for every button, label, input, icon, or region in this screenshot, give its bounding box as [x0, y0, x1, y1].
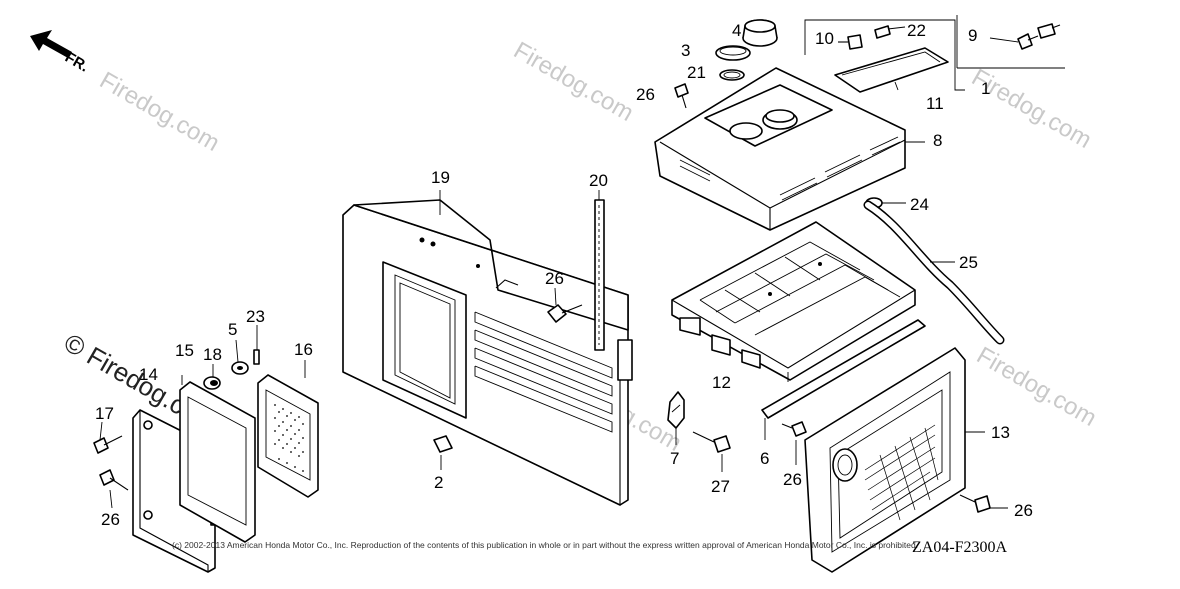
part-3-cap-gasket — [715, 45, 751, 61]
callout-21: 21 — [687, 63, 706, 82]
part-16-filter-element — [257, 360, 319, 498]
callouts: 4 10 22 9 3 21 26 1 11 8 19 20 24 25 26 … — [95, 21, 1033, 529]
callout-12: 12 — [712, 373, 731, 392]
callout-17: 17 — [95, 404, 114, 423]
callout-24: 24 — [910, 195, 929, 214]
part-5-washer — [231, 339, 249, 375]
part-23-pin — [253, 325, 260, 365]
watermark: Firedog.com — [972, 342, 1101, 432]
part-7-clip — [667, 391, 685, 445]
part-13-side-grille — [804, 347, 985, 573]
part-20-rod — [594, 190, 605, 351]
callout-3: 3 — [681, 41, 690, 60]
callout-6: 6 — [760, 449, 769, 468]
callout-11: 11 — [926, 94, 944, 113]
callout-20: 20 — [589, 171, 608, 190]
callout-26: 26 — [636, 85, 655, 104]
part-26-bolt — [547, 287, 583, 323]
diagram-code: ZA04-F2300A — [912, 539, 1008, 556]
callout-19: 19 — [431, 168, 450, 187]
part-1-bracket-line — [804, 15, 1065, 91]
callout-23: 23 — [246, 307, 265, 326]
part-26-bolt-top — [674, 83, 689, 109]
callout-22: 22 — [907, 21, 926, 40]
part-6-strip — [761, 319, 926, 440]
callout-18: 18 — [203, 345, 222, 364]
watermark: Firedog.com — [967, 64, 1096, 154]
front-direction-indicator: FR. — [30, 30, 91, 76]
part-27-bolt — [692, 431, 731, 472]
part-11-cover-plate — [834, 47, 949, 93]
callout-5: 5 — [228, 320, 237, 339]
callout-7: 7 — [670, 449, 679, 468]
callout-15: 15 — [175, 341, 194, 360]
part-10-bolt — [838, 34, 863, 50]
watermark: Firedog.com — [509, 37, 638, 127]
callout-9: 9 — [968, 26, 977, 45]
callout-4: 4 — [732, 21, 741, 40]
callout-25: 25 — [959, 253, 978, 272]
part-25-hose — [863, 200, 1005, 345]
copyright-notice: (c) 2002-2013 American Honda Motor Co., … — [172, 540, 918, 550]
part-26-bolt-6 — [781, 421, 807, 465]
callout-27: 27 — [711, 477, 730, 496]
part-4-fuel-cap — [742, 19, 778, 47]
part-26-screw-left — [99, 469, 129, 509]
part-19-control-panel — [342, 190, 633, 506]
part-15-gasket — [179, 375, 256, 543]
callout-8: 8 — [933, 131, 942, 150]
direction-arrow-icon — [30, 30, 72, 58]
part-9-bolts — [989, 23, 1061, 50]
part-26-bolt-13 — [959, 494, 1008, 513]
part-8-top-cover — [654, 67, 925, 231]
callout-26: 26 — [101, 510, 120, 529]
callout-26: 26 — [1014, 501, 1033, 520]
callout-26: 26 — [545, 269, 564, 288]
callout-10: 10 — [815, 29, 834, 48]
watermark: Firedog.com — [95, 67, 224, 157]
callout-13: 13 — [991, 423, 1010, 442]
callout-14: 14 — [139, 365, 158, 384]
part-2-knob — [433, 435, 453, 470]
part-17-screw — [93, 421, 123, 454]
part-22-screw — [874, 25, 906, 39]
part-21-ring — [719, 69, 745, 81]
callout-26: 26 — [783, 470, 802, 489]
part-12-fuel-tray — [671, 221, 916, 382]
callout-1: 1 — [981, 79, 990, 98]
part-18-grommet — [203, 364, 221, 390]
callout-2: 2 — [434, 473, 443, 492]
callout-16: 16 — [294, 340, 313, 359]
